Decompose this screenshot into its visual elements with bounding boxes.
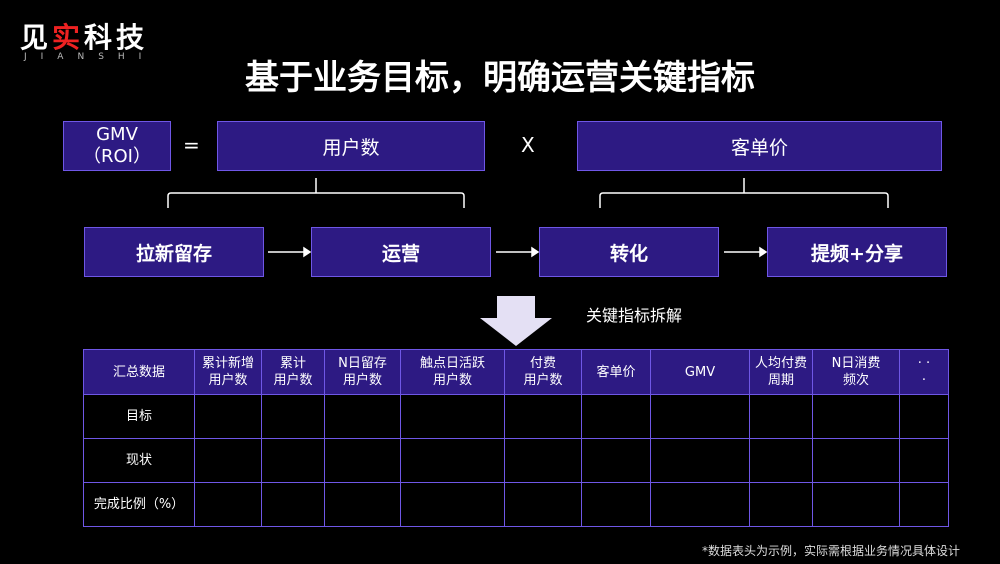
header-cell: 人均付费周期 bbox=[749, 349, 813, 395]
left-bracket bbox=[167, 178, 465, 208]
user-count-box: 用户数 bbox=[217, 121, 485, 171]
row-label: 现状 bbox=[83, 438, 195, 483]
slide-title: 基于业务目标，明确运营关键指标 bbox=[245, 58, 755, 98]
flow-arrow-icon bbox=[268, 246, 768, 258]
gmv-label: GMV bbox=[96, 124, 138, 145]
flow-convert: 转化 bbox=[539, 227, 719, 277]
table-row: 完成比例（%） bbox=[83, 482, 949, 527]
header-cell: 累计新增用户数 bbox=[194, 349, 262, 395]
table-row: 现状 bbox=[83, 438, 949, 483]
right-bracket bbox=[599, 178, 889, 208]
breakdown-label: 关键指标拆解 bbox=[586, 306, 683, 325]
table-header-row: 汇总数据 累计新增用户数 累计用户数 N日留存用户数 触点日活跃用户数 付费用户… bbox=[83, 349, 949, 395]
header-cell: N日消费频次 bbox=[812, 349, 900, 395]
header-cell: 累计用户数 bbox=[261, 349, 325, 395]
footnote: *数据表头为示例，实际需根据业务情况具体设计 bbox=[701, 544, 960, 558]
gmv-box: GMV （ROI） bbox=[63, 121, 171, 171]
flow-operate: 运营 bbox=[311, 227, 491, 277]
flow-frequency-share: 提频+分享 bbox=[767, 227, 947, 277]
flow-acquire-retain: 拉新留存 bbox=[84, 227, 264, 277]
header-cell: N日留存用户数 bbox=[324, 349, 401, 395]
header-cell: 触点日活跃用户数 bbox=[400, 349, 505, 395]
logo-text: 科技 bbox=[84, 21, 149, 54]
metrics-table: 汇总数据 累计新增用户数 累计用户数 N日留存用户数 触点日活跃用户数 付费用户… bbox=[83, 349, 949, 527]
logo-char: 见 bbox=[20, 21, 53, 54]
down-arrow-icon bbox=[480, 296, 552, 346]
company-logo: 见实科技 JIANSHI bbox=[20, 21, 156, 63]
logo-accent-char: 实 bbox=[52, 21, 85, 54]
table-row: 目标 bbox=[83, 394, 949, 439]
unit-price-box: 客单价 bbox=[577, 121, 942, 171]
header-cell: 汇总数据 bbox=[83, 349, 195, 395]
multiply-sign: X bbox=[521, 133, 535, 157]
logo-subtext: JIANSHI bbox=[24, 52, 156, 62]
equals-sign: = bbox=[183, 133, 200, 157]
header-cell: · ·· bbox=[899, 349, 949, 395]
header-cell: 客单价 bbox=[581, 349, 651, 395]
header-cell: GMV bbox=[650, 349, 750, 395]
row-label: 完成比例（%） bbox=[83, 482, 195, 527]
header-cell: 付费用户数 bbox=[504, 349, 582, 395]
row-label: 目标 bbox=[83, 394, 195, 439]
roi-label: （ROI） bbox=[83, 146, 151, 167]
